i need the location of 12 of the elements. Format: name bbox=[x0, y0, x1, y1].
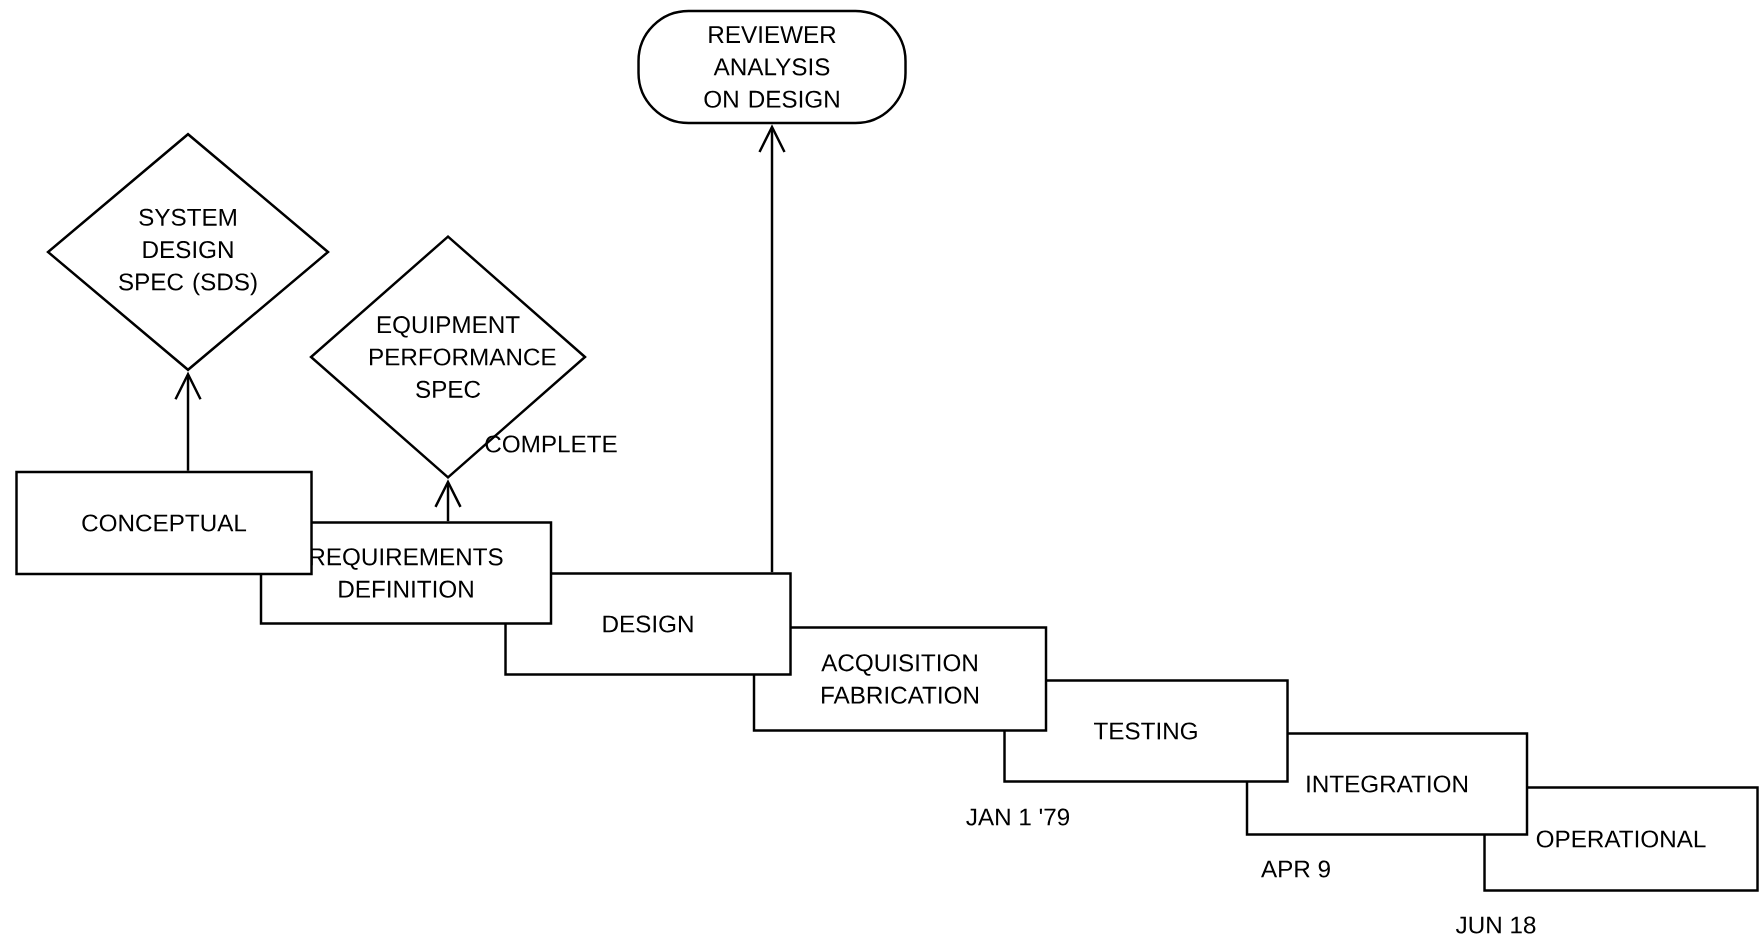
process-box: DESIGN bbox=[504, 572, 792, 676]
process-box: ACQUISITION FABRICATION bbox=[752, 626, 1048, 732]
date-label: JUN 18 bbox=[1455, 916, 1536, 934]
arrow bbox=[758, 124, 786, 573]
arrow bbox=[174, 371, 202, 471]
date-label: APR 9 bbox=[1261, 860, 1330, 878]
terminal-box: REVIEWER ANALYSIS ON DESIGN bbox=[637, 9, 907, 125]
process-box: INTEGRATION bbox=[1245, 732, 1529, 836]
process-box: TESTING bbox=[1003, 679, 1289, 783]
process-box: OPERATIONAL bbox=[1483, 786, 1759, 892]
process-box: CONCEPTUAL bbox=[15, 470, 313, 576]
date-label: JAN 1 '79 bbox=[966, 808, 1070, 826]
